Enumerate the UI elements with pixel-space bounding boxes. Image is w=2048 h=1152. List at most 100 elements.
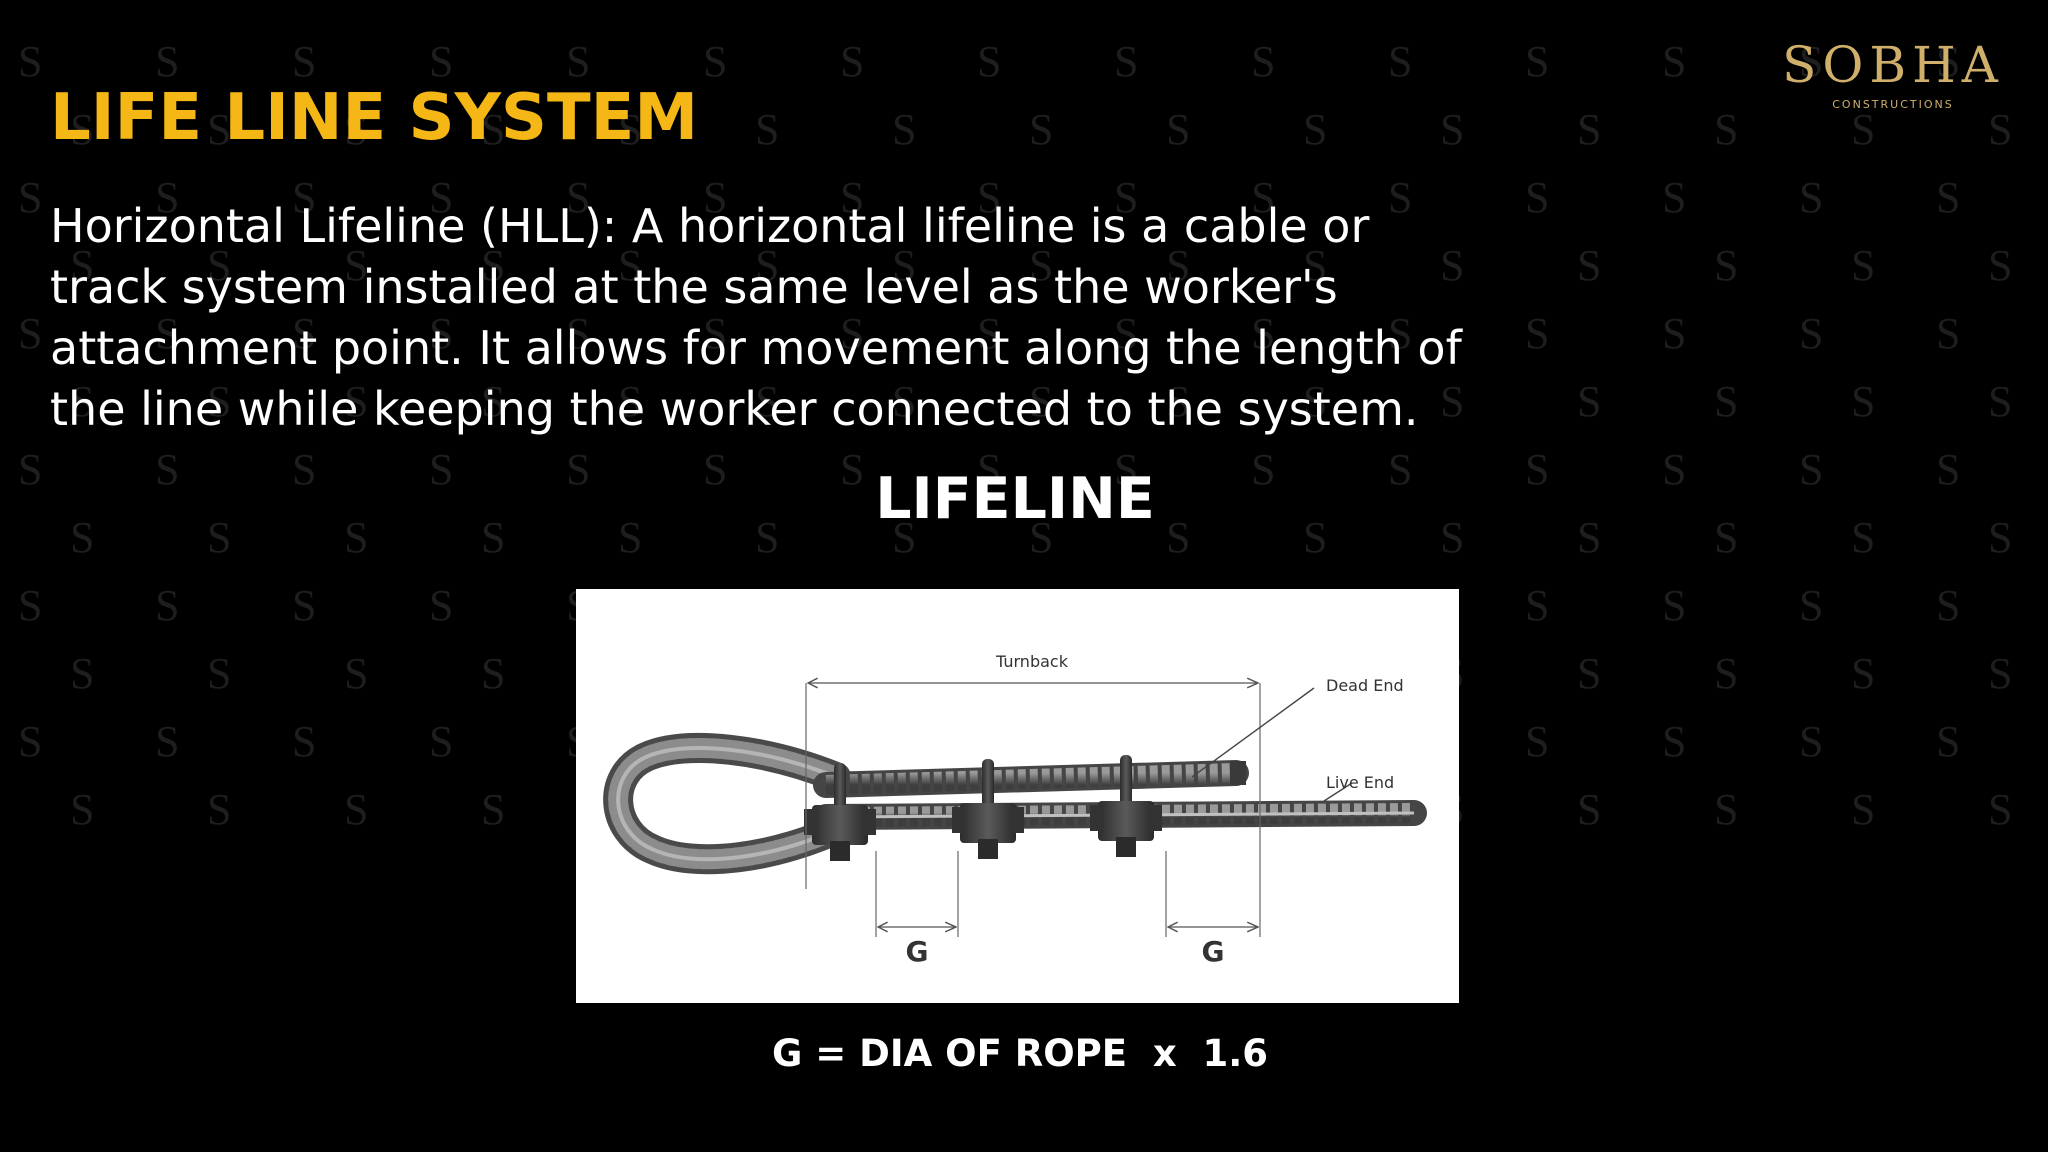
background-s-glyph: S [1525,581,1550,630]
background-s-glyph: S [1799,309,1824,358]
background-s-glyph: S [1851,377,1876,426]
background-s-glyph: S [18,581,43,630]
background-s-glyph: S [1440,513,1465,562]
background-s-glyph: S [70,649,95,698]
background-s-glyph: S [1851,785,1876,834]
background-s-glyph: S [1577,241,1602,290]
lifeline-diagram: Turnback Dead End Live End G G [576,589,1459,1003]
logo-wordmark: SOBHA [1782,36,2004,94]
background-s-glyph: S [1714,105,1739,154]
rope-clip [1090,755,1162,857]
background-s-glyph: S [1714,785,1739,834]
logo-tagline: CONSTRUCTIONS [1832,98,1954,111]
background-s-glyph: S [1114,37,1139,86]
background-s-glyph: S [344,649,369,698]
background-s-glyph: S [1303,513,1328,562]
rope-clip [952,759,1024,859]
turnback-label: Turnback [995,652,1069,671]
background-s-glyph: S [1988,785,2013,834]
background-s-glyph: S [1936,717,1961,766]
background-s-glyph: S [1988,377,2013,426]
background-s-glyph: S [344,513,369,562]
dead-end-leader-line [1191,687,1315,778]
background-s-glyph: S [1166,105,1191,154]
background-s-glyph: S [1388,445,1413,494]
background-s-glyph: S [18,37,43,86]
rope-clip [804,763,876,861]
dead-end-label: Dead End [1326,676,1404,695]
background-s-glyph: S [1936,445,1961,494]
background-s-glyph: S [1988,513,2013,562]
background-s-glyph: S [1440,105,1465,154]
background-s-glyph: S [703,445,728,494]
background-s-glyph: S [1714,241,1739,290]
background-s-glyph: S [292,717,317,766]
background-s-glyph: S [1577,513,1602,562]
background-s-glyph: S [429,445,454,494]
background-s-glyph: S [1577,377,1602,426]
gap-dimension-right [1165,851,1261,937]
background-s-glyph: S [1936,581,1961,630]
background-s-glyph: S [1662,581,1687,630]
background-s-glyph: S [292,581,317,630]
background-s-glyph: S [1799,445,1824,494]
background-s-glyph: S [618,513,643,562]
gap-formula: G = DIA OF ROPE x 1.6 [771,1032,1268,1075]
background-s-glyph: S [1662,717,1687,766]
background-s-glyph: S [1936,309,1961,358]
background-s-glyph: S [155,445,180,494]
background-s-glyph: S [1662,309,1687,358]
background-s-glyph: S [1936,173,1961,222]
background-s-glyph: S [207,785,232,834]
background-s-glyph: S [292,445,317,494]
background-s-glyph: S [892,105,917,154]
background-s-glyph: S [1988,105,2013,154]
background-s-glyph: S [1029,105,1054,154]
background-s-glyph: S [1251,37,1276,86]
background-s-glyph: S [1799,717,1824,766]
background-s-glyph: S [1714,377,1739,426]
background-s-glyph: S [1525,309,1550,358]
background-s-glyph: S [481,513,506,562]
background-s-glyph: S [1525,717,1550,766]
background-s-glyph: S [1799,581,1824,630]
background-s-glyph: S [207,513,232,562]
background-s-glyph: S [155,581,180,630]
live-end-label: Live End [1326,773,1394,792]
gap-dimension-left [875,851,959,937]
background-s-glyph: S [566,445,591,494]
background-s-glyph: S [1303,105,1328,154]
background-s-glyph: S [429,581,454,630]
background-s-glyph: S [1851,241,1876,290]
live-end-leader-line [1323,782,1353,802]
background-s-glyph: S [1525,37,1550,86]
background-s-glyph: S [755,105,780,154]
diagram-heading: LIFELINE [875,466,1155,532]
slide-title: LIFE LINE SYSTEM [50,81,699,155]
background-s-glyph: S [18,309,43,358]
background-s-glyph: S [18,173,43,222]
background-s-glyph: S [18,717,43,766]
background-s-glyph: S [1988,649,2013,698]
background-s-glyph: S [1577,785,1602,834]
background-s-glyph: S [840,37,865,86]
background-s-glyph: S [977,37,1002,86]
turnback-dimension [805,683,1261,889]
background-s-glyph: S [1662,173,1687,222]
background-s-glyph: S [1851,649,1876,698]
background-s-glyph: S [1851,513,1876,562]
slide-body-text: Horizontal Lifeline (HLL): A horizontal … [50,199,1462,436]
background-s-glyph: S [344,785,369,834]
background-s-glyph: S [155,717,180,766]
background-s-glyph: S [1988,241,2013,290]
background-s-glyph: S [1525,445,1550,494]
background-s-glyph: S [70,513,95,562]
background-s-glyph: S [1799,173,1824,222]
background-s-glyph: S [1577,649,1602,698]
background-s-glyph: S [1525,173,1550,222]
wire-rope-clip-illustration: Turnback Dead End Live End G G [603,652,1427,968]
background-s-glyph: S [703,37,728,86]
background-s-glyph: S [70,785,95,834]
background-s-glyph: S [481,785,506,834]
gap-label-left: G [906,935,929,968]
